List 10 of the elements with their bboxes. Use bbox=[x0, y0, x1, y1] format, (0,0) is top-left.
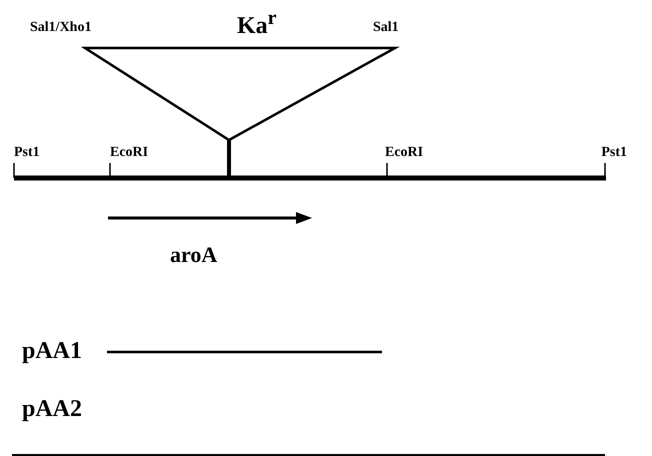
restriction-site-label: EcoRI bbox=[385, 146, 424, 160]
plasmid-label: pAA2 bbox=[22, 397, 82, 421]
restriction-site-label: Sal1 bbox=[373, 21, 399, 35]
restriction-site-label: Pst1 bbox=[601, 146, 627, 160]
gene-label: Ka$^{r}$ bbox=[237, 8, 277, 38]
restriction-site-label: EcoRI bbox=[110, 146, 148, 160]
plasmid-label: pAA1 bbox=[22, 339, 82, 363]
restriction-site-label: Pst1 bbox=[14, 146, 40, 160]
restriction-site-label: Sal1/Xho1 bbox=[30, 21, 92, 35]
gene-label: aroA bbox=[170, 244, 218, 266]
